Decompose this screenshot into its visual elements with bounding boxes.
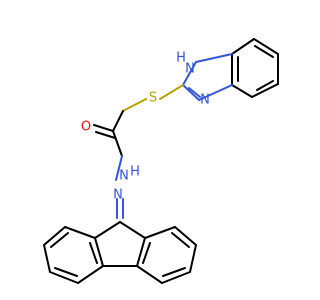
bond — [161, 271, 191, 284]
bond — [119, 221, 146, 239]
bond-double-inner — [50, 232, 69, 248]
bond — [94, 221, 121, 239]
atom-label-n: N — [200, 93, 210, 108]
atom-label-o: O — [81, 120, 91, 135]
bond-double-inner — [89, 242, 98, 264]
bond — [195, 53, 233, 63]
fluorenylidene-ring-system — [43, 221, 197, 284]
molecule-diagram: H N N S O H N N — [43, 38, 279, 284]
bond — [136, 237, 146, 267]
bond — [231, 38, 255, 55]
atom-labels: H N N S O H N N — [81, 51, 210, 203]
bond — [198, 84, 233, 101]
thioether-linker — [122, 84, 184, 112]
bond — [115, 155, 123, 181]
benzimidazole-benzene-ring — [231, 38, 279, 98]
bond-double-inner — [54, 267, 78, 277]
bond — [253, 38, 279, 55]
bond — [159, 84, 184, 100]
bond — [43, 226, 66, 246]
bond — [93, 124, 114, 132]
bond — [95, 131, 116, 139]
bond — [182, 84, 200, 101]
atom-label-h: H — [130, 165, 140, 180]
acetamide-group — [93, 110, 124, 157]
bond — [94, 237, 104, 267]
atom-label-n: N — [119, 169, 129, 184]
bond — [231, 84, 253, 98]
bond — [112, 110, 124, 132]
bond — [189, 244, 197, 273]
bond — [112, 130, 123, 157]
bond — [64, 226, 96, 239]
bond-double-inner — [256, 80, 274, 91]
bond-double-inner — [171, 232, 190, 248]
atom-label-n: N — [185, 62, 195, 77]
bond-double-inner — [162, 267, 186, 277]
bond-double-inner — [254, 45, 274, 58]
bond — [77, 265, 104, 284]
bond-double-inner — [142, 242, 151, 264]
bond — [174, 226, 197, 246]
bond — [251, 83, 279, 98]
bond — [144, 226, 176, 239]
bond — [43, 244, 51, 273]
atom-label-n: N — [113, 188, 123, 203]
benzimidazole-imidazole-ring — [182, 53, 233, 101]
atom-label-h: H — [176, 51, 186, 66]
bond — [49, 271, 79, 284]
bond — [136, 265, 163, 284]
bond — [182, 61, 197, 86]
hydrazone-linkage — [115, 155, 124, 219]
bond-double-inner — [188, 87, 201, 98]
atom-label-s: S — [149, 91, 157, 106]
bond — [122, 98, 147, 112]
